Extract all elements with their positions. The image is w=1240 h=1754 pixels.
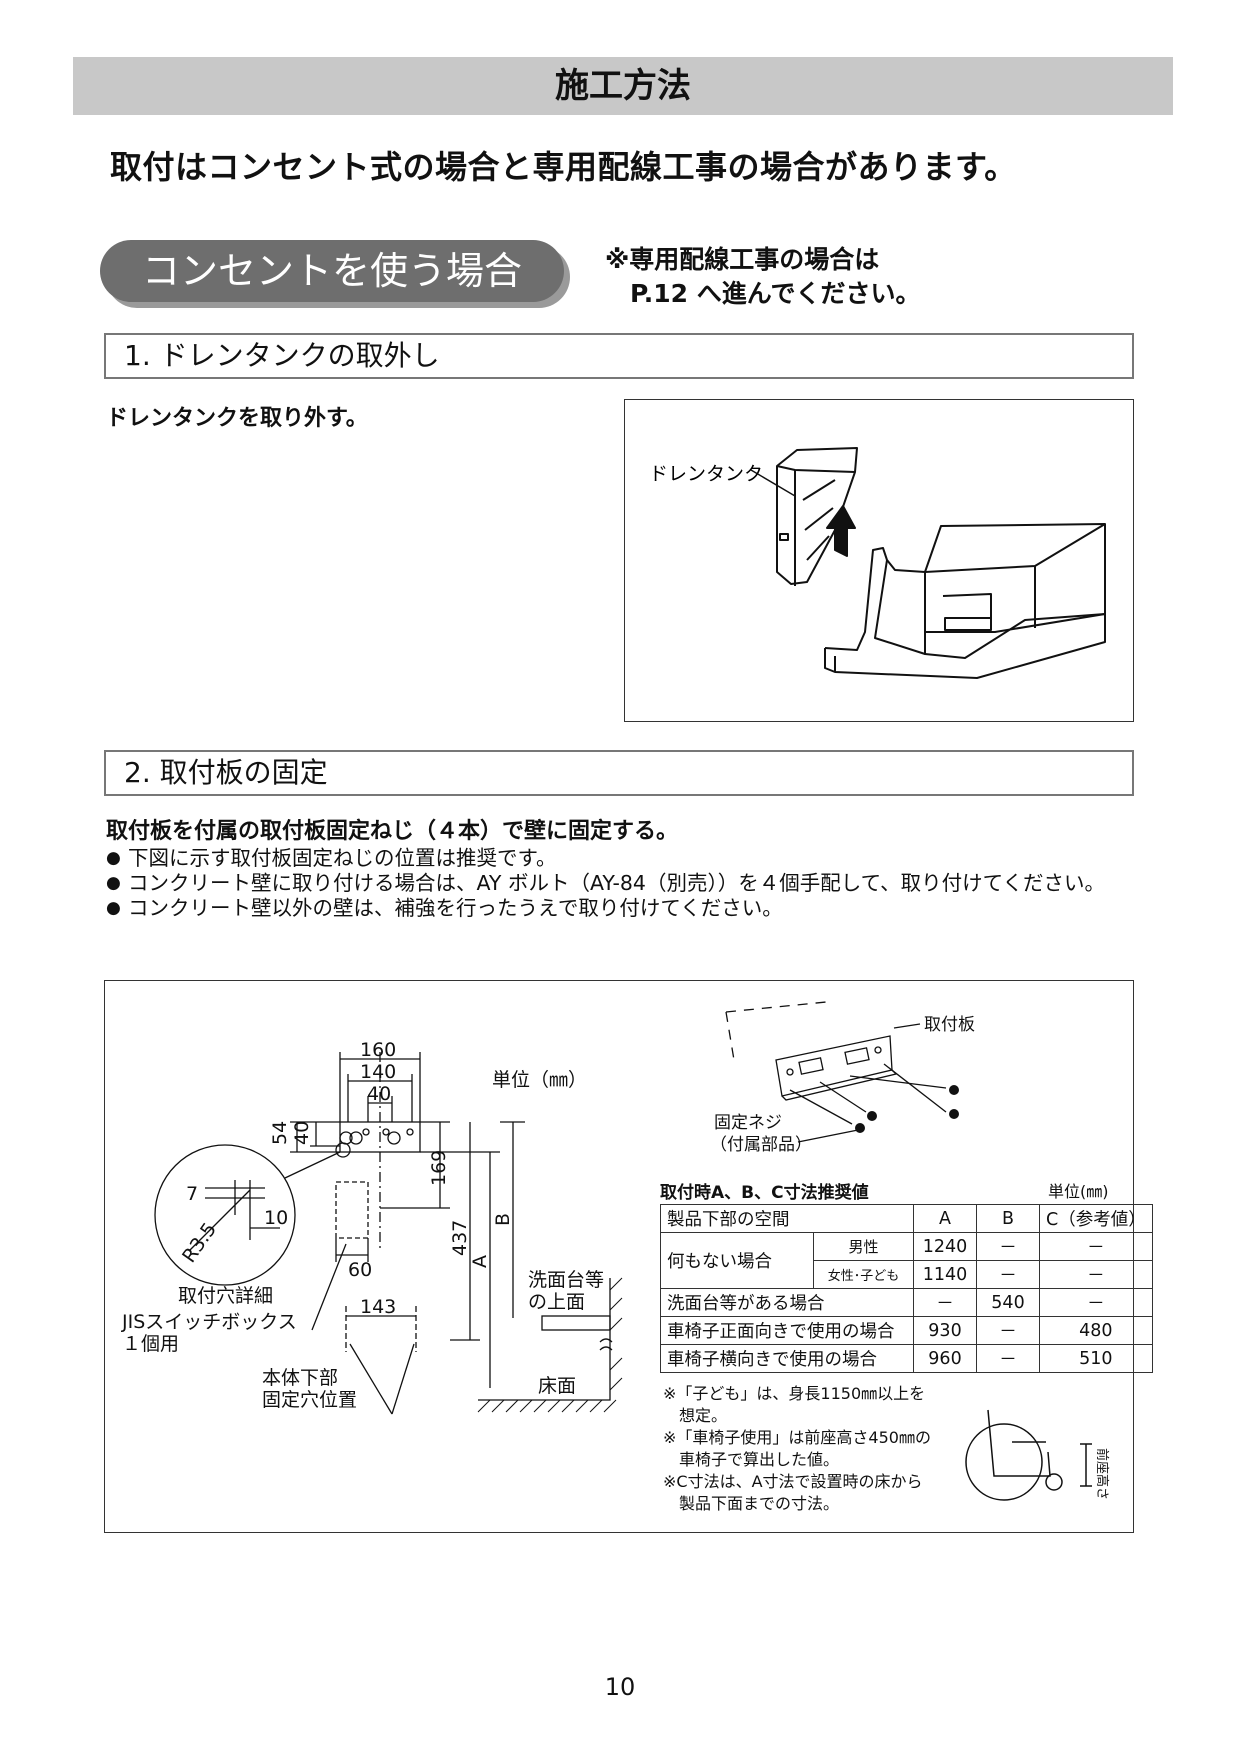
table-header-cell: 製品下部の空間 — [660, 1204, 914, 1233]
drain-tank-illustration: ドレンタンク — [649, 447, 1106, 679]
table-header-cell: B — [976, 1204, 1040, 1233]
table-cell: － — [913, 1288, 977, 1317]
table-cell: 930 — [913, 1316, 977, 1345]
table-row: 車椅子正面向きで使用の場合 930 － 480 — [660, 1316, 1153, 1345]
table-cell: － — [976, 1344, 1040, 1373]
drain-tank-label: ドレンタンク — [649, 463, 763, 485]
case-note-line2: P.12 へ進んでください。 — [605, 279, 921, 308]
table-header-row: 製品下部の空間 A B C（参考値） — [660, 1204, 1153, 1233]
page-number: 10 — [604, 1673, 636, 1701]
table-row: 車椅子横向きで使用の場合 960 － 510 — [660, 1344, 1153, 1373]
table-cell: 1140 — [913, 1260, 977, 1289]
bullet-list: 下図に示す取付板固定ねじの位置は推奨です。 コンクリート壁に取り付ける場合は、A… — [106, 846, 1146, 921]
table-note: 製品下面までの寸法。 — [663, 1494, 840, 1513]
table-note: ※C寸法は、A寸法で設置時の床から — [663, 1472, 923, 1491]
table-cell: 女性･子ども — [813, 1260, 914, 1289]
case-note: ※専用配線工事の場合は P.12 へ進んでください。 — [605, 243, 920, 311]
table-cell: － — [976, 1260, 1040, 1289]
table-row: 何もない場合 男性 1240 － － — [660, 1232, 1153, 1289]
drain-tank-figure: ドレンタンク — [624, 399, 1134, 722]
title-bar — [73, 57, 1173, 115]
table-cell: － — [976, 1316, 1040, 1345]
table-cell: 480 — [1039, 1316, 1153, 1345]
table-cell: 540 — [976, 1288, 1040, 1317]
section1-lead: ドレンタンクを取り外す。 — [106, 406, 368, 431]
bullet-item: コンクリート壁以外の壁は、補強を行ったうえで取り付けてください。 — [106, 896, 1146, 921]
table-group-label: 何もない場合 — [660, 1232, 814, 1289]
table-note: ※「子ども」は、身長1150㎜以上を — [663, 1384, 926, 1403]
table-cell: 510 — [1039, 1344, 1153, 1373]
case-pill: コンセントを使う場合 — [100, 240, 564, 302]
table-cell: － — [1039, 1260, 1153, 1289]
section2-heading: 2. 取付板の固定 — [104, 750, 1134, 796]
table-note: 車椅子で算出した値。 — [663, 1450, 840, 1469]
bullet-item: コンクリート壁に取り付ける場合は、AY ボルト（AY-84（別売））を４個手配し… — [106, 871, 1146, 896]
table-cell: － — [976, 1232, 1040, 1261]
table-cell: － — [1039, 1232, 1153, 1261]
table-title: 取付時A、B、C寸法推奨値 — [660, 1183, 869, 1203]
page-title: 施工方法 — [555, 66, 691, 106]
table-cell: 1240 — [913, 1232, 977, 1261]
table-cell: 洗面台等がある場合 — [660, 1288, 914, 1317]
intro-text: 取付はコンセント式の場合と専用配線工事の場合があります。 — [110, 148, 1017, 186]
table-cell: 車椅子正面向きで使用の場合 — [660, 1316, 914, 1345]
dimensions-table: 製品下部の空間 A B C（参考値） 何もない場合 男性 1240 － － 女性… — [660, 1204, 1153, 1373]
table-cell: 男性 — [813, 1232, 914, 1261]
bullet-item: 下図に示す取付板固定ねじの位置は推奨です。 — [106, 846, 1146, 871]
table-header-cell: A — [913, 1204, 977, 1233]
section2-lead: 取付板を付属の取付板固定ねじ（４本）で壁に固定する。 — [106, 819, 679, 844]
table-cell: 960 — [913, 1344, 977, 1373]
table-notes: ※「子ども」は、身長1150㎜以上を 想定。 ※「車椅子使用」は前座高さ450㎜… — [663, 1383, 931, 1515]
case-note-line1: ※専用配線工事の場合は — [605, 245, 880, 274]
section1-heading: 1. ドレンタンクの取外し — [104, 333, 1134, 379]
table-cell: 車椅子横向きで使用の場合 — [660, 1344, 914, 1373]
table-note: ※「車椅子使用」は前座高さ450㎜の — [663, 1428, 931, 1447]
table-header-cell: C（参考値） — [1039, 1204, 1153, 1233]
table-unit: 単位(㎜) — [1048, 1182, 1109, 1201]
table-row: 洗面台等がある場合 － 540 － — [660, 1288, 1153, 1317]
table-note: 想定。 — [663, 1406, 728, 1425]
table-cell: － — [1039, 1288, 1153, 1317]
